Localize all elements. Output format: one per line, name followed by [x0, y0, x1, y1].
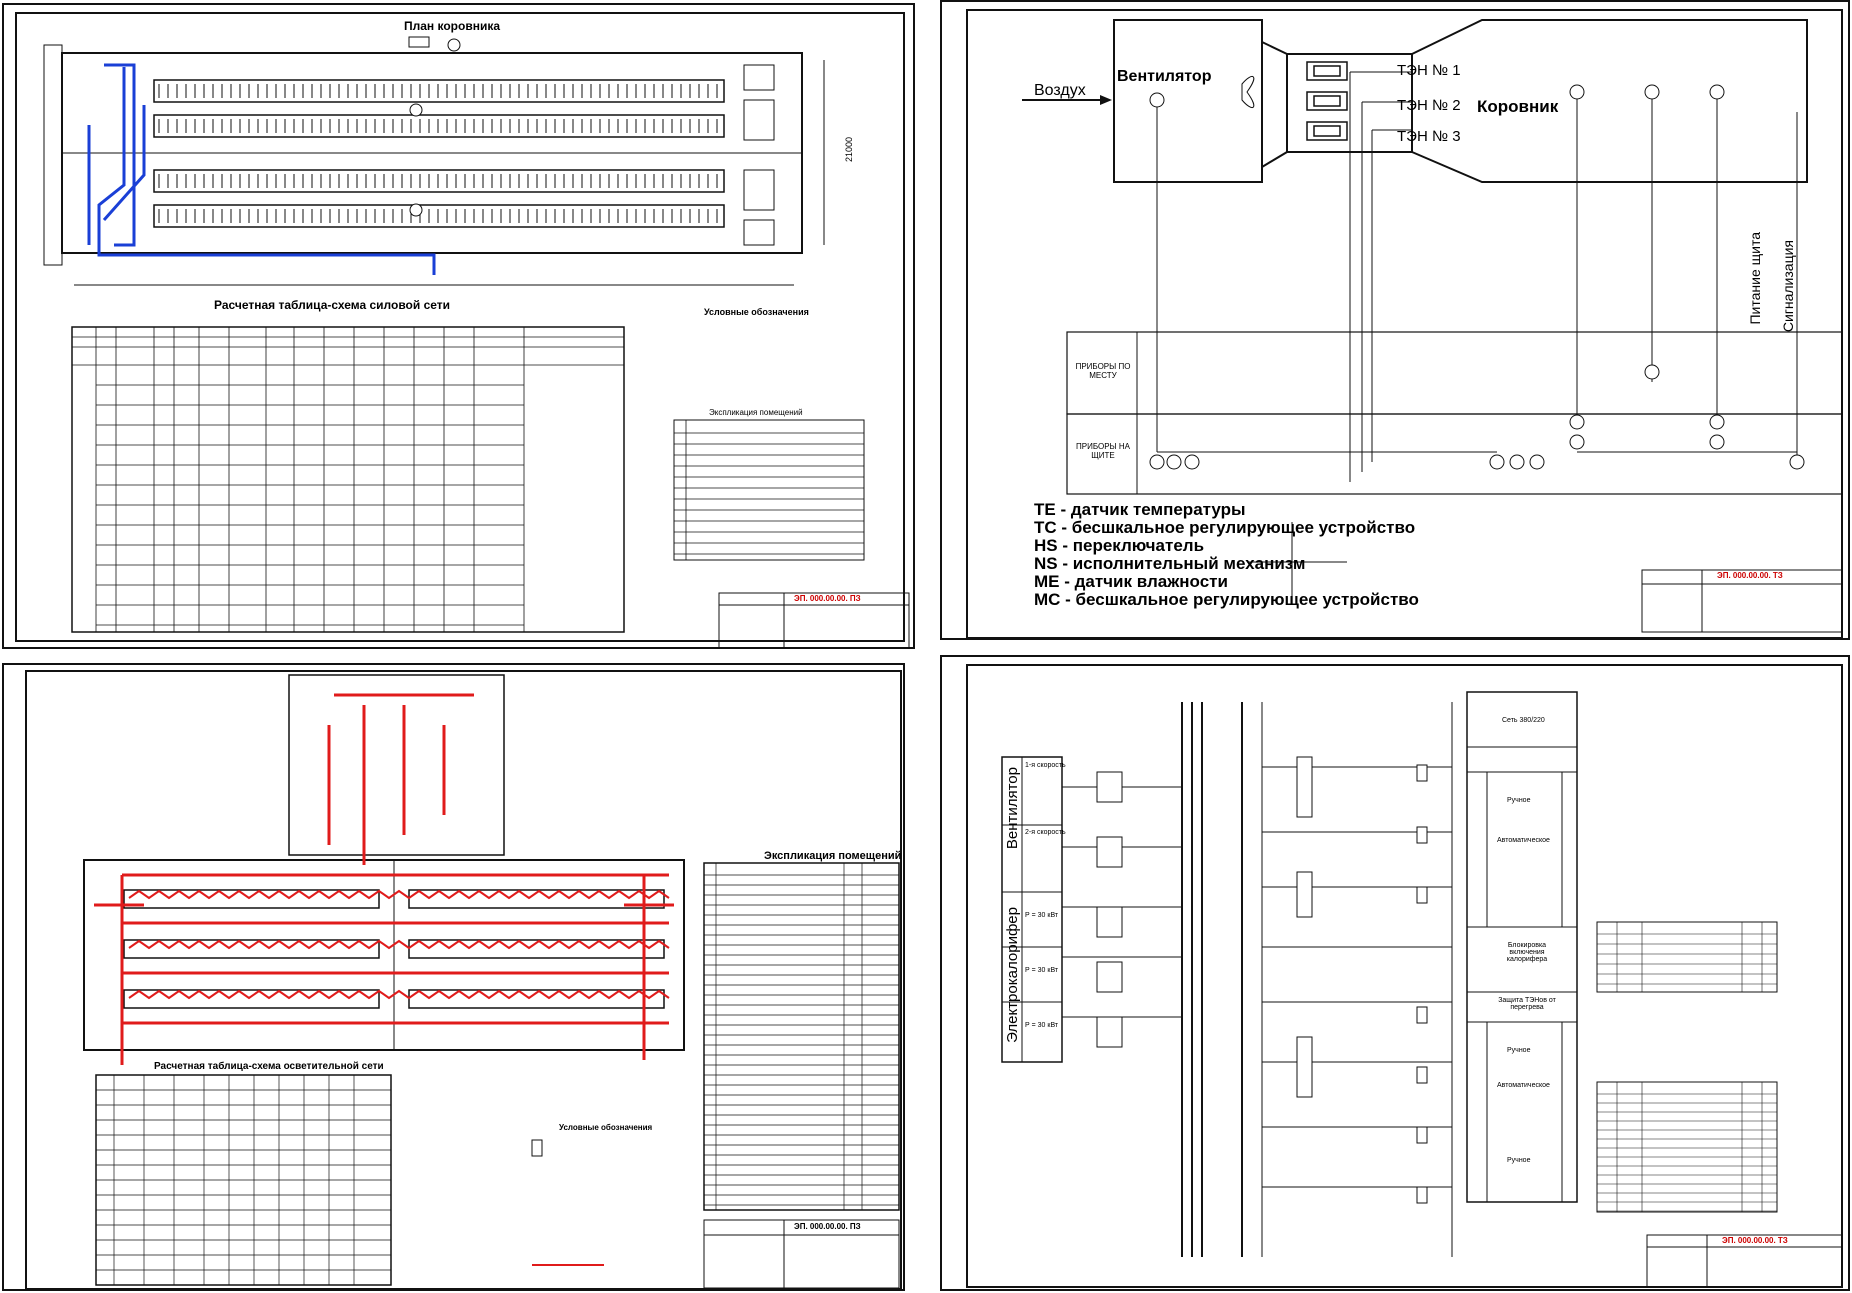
sheet-power-plan: План коровника Расчетная таблица-схема с…: [2, 3, 915, 649]
ventilator-vertical-label: Вентилятор: [1004, 767, 1021, 850]
air-label: Воздух: [1034, 82, 1086, 99]
power-label: Питание щита: [1747, 232, 1763, 325]
sheet-electrical-schematic: Вентилятор Электрокалорифер 1-я скорость…: [940, 655, 1850, 1291]
stamp-code: ЭП. 000.00.00. ПЗ: [794, 594, 861, 603]
p-label-1: Р = 30 кВт: [1025, 912, 1059, 919]
stamp-code-3: ЭП. 000.00.00. ПЗ: [794, 1222, 861, 1231]
legend-mc: МС - бесшкальное регулирующее устройство: [1034, 590, 1419, 609]
lighting-table-title: Расчетная таблица-схема осветительной се…: [154, 1061, 384, 1072]
lighting-expl-title: Экспликация помещений: [764, 850, 902, 862]
dim-right: 21000: [844, 137, 854, 163]
speed1-label: 1-я скорость: [1025, 762, 1066, 769]
calorifer-vertical-label: Электрокалорифер: [1004, 907, 1021, 1043]
ten1-label: ТЭН № 1: [1397, 62, 1461, 79]
manual-label-2: Ручное: [1507, 1047, 1531, 1054]
speed2-label: 2-я скорость: [1025, 829, 1066, 836]
auto-label-2: Автоматическое: [1497, 1082, 1550, 1089]
ten2-label: ТЭН № 2: [1397, 97, 1461, 114]
p-label-3: Р = 30 кВт: [1025, 1022, 1059, 1029]
expl-title: Экспликация помещений: [709, 408, 803, 417]
legend-te: ТЕ - датчик температуры: [1034, 500, 1246, 519]
manual-label-3: Ручное: [1507, 1157, 1531, 1164]
row-local-label: ПРИБОРЫ ПО МЕСТУ: [1075, 362, 1131, 380]
row-panel-label: ПРИБОРЫ НА ЩИТЕ: [1076, 442, 1130, 460]
protect-label: Защита ТЭНов от перегрева: [1498, 997, 1556, 1011]
power-plan-drawing: [15, 12, 910, 649]
auto-label-1: Автоматическое: [1497, 837, 1550, 844]
lighting-drawing: [25, 670, 902, 1290]
plan-title: План коровника: [404, 19, 501, 33]
ventilator-label: Вентилятор: [1117, 68, 1212, 85]
stamp-code-2: ЭП. 000.00.00. ТЗ: [1717, 571, 1783, 580]
lighting-legend-title: Условные обозначения: [559, 1123, 653, 1132]
legend-hs: HS - переключатель: [1034, 536, 1205, 555]
p-label-2: Р = 30 кВт: [1025, 967, 1059, 974]
manual-label-1: Ручное: [1507, 797, 1531, 804]
signal-label: Сигнализация: [1780, 240, 1796, 333]
schematic-drawing: [966, 664, 1843, 1288]
stamp-code-4: ЭП. 000.00.00. ТЗ: [1722, 1236, 1788, 1245]
network-label: Сеть 380/220: [1502, 717, 1545, 724]
ten3-label: ТЭН № 3: [1397, 128, 1461, 145]
legend-me: МЕ - датчик влажности: [1034, 572, 1228, 591]
legend-tc: ТС - бесшкальное регулирующее устройство: [1034, 518, 1416, 537]
legend-ns: NS - исполнительный механизм: [1034, 554, 1306, 573]
barn-label: Коровник: [1477, 97, 1559, 116]
legend-title: Условные обозначения: [704, 307, 809, 317]
automation-drawing: [966, 9, 1843, 639]
sheet-automation-scheme: Вентилятор Воздух ТЭН № 1 ТЭН № 2 ТЭН № …: [940, 0, 1850, 640]
power-table-title: Расчетная таблица-схема силовой сети: [214, 298, 451, 312]
sheet-lighting-plan: Экспликация помещений Расчетная таблица-…: [2, 663, 905, 1291]
block-label: Блокировка включения калорифера: [1506, 942, 1548, 963]
